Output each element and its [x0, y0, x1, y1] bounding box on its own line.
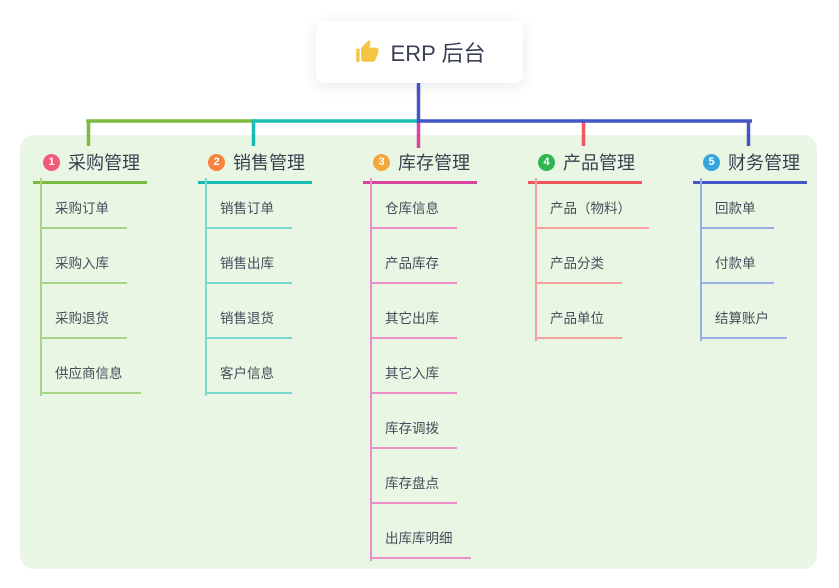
branch-label: 销售管理	[233, 153, 305, 173]
branch-child-item[interactable]: 回款单	[700, 200, 774, 229]
branch-badge: 3	[373, 153, 390, 171]
branch-child-label: 产品库存	[385, 256, 439, 271]
branch-child-item[interactable]: 销售退货	[205, 310, 292, 339]
branch-badge: 4	[538, 153, 555, 171]
branch-child-label: 付款单	[715, 256, 756, 271]
branch-badge: 2	[208, 153, 225, 171]
thumbs-up-icon	[355, 40, 378, 62]
branch-child-label: 仓库信息	[385, 201, 439, 216]
branch-title[interactable]: 3 库存管理	[363, 149, 477, 184]
branch-child-label: 库存盘点	[385, 476, 439, 491]
branch-child-item[interactable]: 出库库明细	[370, 530, 471, 559]
branch-child-connector	[535, 178, 537, 341]
branch-child-item[interactable]: 库存盘点	[370, 475, 457, 504]
branch-child-connector	[370, 178, 372, 561]
branch-child-item[interactable]: 付款单	[700, 255, 774, 284]
branch-child-item[interactable]: 产品（物料）	[535, 200, 649, 229]
branch-child-item[interactable]: 供应商信息	[40, 365, 141, 394]
branch-title[interactable]: 1 采购管理	[33, 149, 147, 184]
branch-child-connector	[205, 178, 207, 396]
branch-child-label: 产品单位	[550, 311, 604, 326]
branch-child-item[interactable]: 产品分类	[535, 255, 622, 284]
branch-child-item[interactable]: 采购订单	[40, 200, 127, 229]
branch-label: 采购管理	[68, 153, 140, 173]
root-node[interactable]: ERP 后台	[316, 21, 523, 83]
branch-child-label: 回款单	[715, 201, 756, 216]
branch-title[interactable]: 2 销售管理	[198, 149, 312, 184]
branch-child-label: 采购退货	[55, 311, 109, 326]
branch-label: 库存管理	[398, 153, 470, 173]
branch-child-item[interactable]: 结算账户	[700, 310, 787, 339]
branch-child-label: 其它入库	[385, 366, 439, 381]
branch-child-label: 结算账户	[715, 311, 769, 326]
branch-child-label: 销售退货	[220, 311, 274, 326]
branch-child-label: 采购订单	[55, 201, 109, 216]
branch-child-item[interactable]: 其它入库	[370, 365, 457, 394]
branches-panel	[20, 135, 817, 569]
branch-child-item[interactable]: 客户信息	[205, 365, 292, 394]
branch-child-item[interactable]: 仓库信息	[370, 200, 457, 229]
branch-child-label: 销售出库	[220, 256, 274, 271]
branch-child-label: 库存调拨	[385, 421, 439, 436]
branch-child-label: 供应商信息	[55, 366, 123, 381]
branch-child-item[interactable]: 库存调拨	[370, 420, 457, 449]
branch-child-label: 采购入库	[55, 256, 109, 271]
branch-child-item[interactable]: 销售订单	[205, 200, 292, 229]
branch-child-label: 产品（物料）	[550, 201, 631, 216]
branch-child-label: 其它出库	[385, 311, 439, 326]
branch-child-item[interactable]: 产品库存	[370, 255, 457, 284]
branch-child-connector	[40, 178, 42, 396]
branch-badge: 1	[43, 153, 60, 171]
branch-child-item[interactable]: 其它出库	[370, 310, 457, 339]
branch-title[interactable]: 4 产品管理	[528, 149, 642, 184]
branch-child-label: 产品分类	[550, 256, 604, 271]
branch-child-label: 出库库明细	[385, 531, 453, 546]
branch-child-label: 客户信息	[220, 366, 274, 381]
branch-label: 财务管理	[728, 153, 800, 173]
branch-label: 产品管理	[563, 153, 635, 173]
branch-child-item[interactable]: 采购退货	[40, 310, 127, 339]
branch-badge: 5	[703, 153, 720, 171]
branch-child-connector	[700, 178, 702, 341]
root-title: ERP 后台	[390, 41, 486, 66]
branch-child-label: 销售订单	[220, 201, 274, 216]
branch-child-item[interactable]: 产品单位	[535, 310, 622, 339]
branch-child-item[interactable]: 销售出库	[205, 255, 292, 284]
branch-title[interactable]: 5 财务管理	[693, 149, 807, 184]
branch-child-item[interactable]: 采购入库	[40, 255, 127, 284]
